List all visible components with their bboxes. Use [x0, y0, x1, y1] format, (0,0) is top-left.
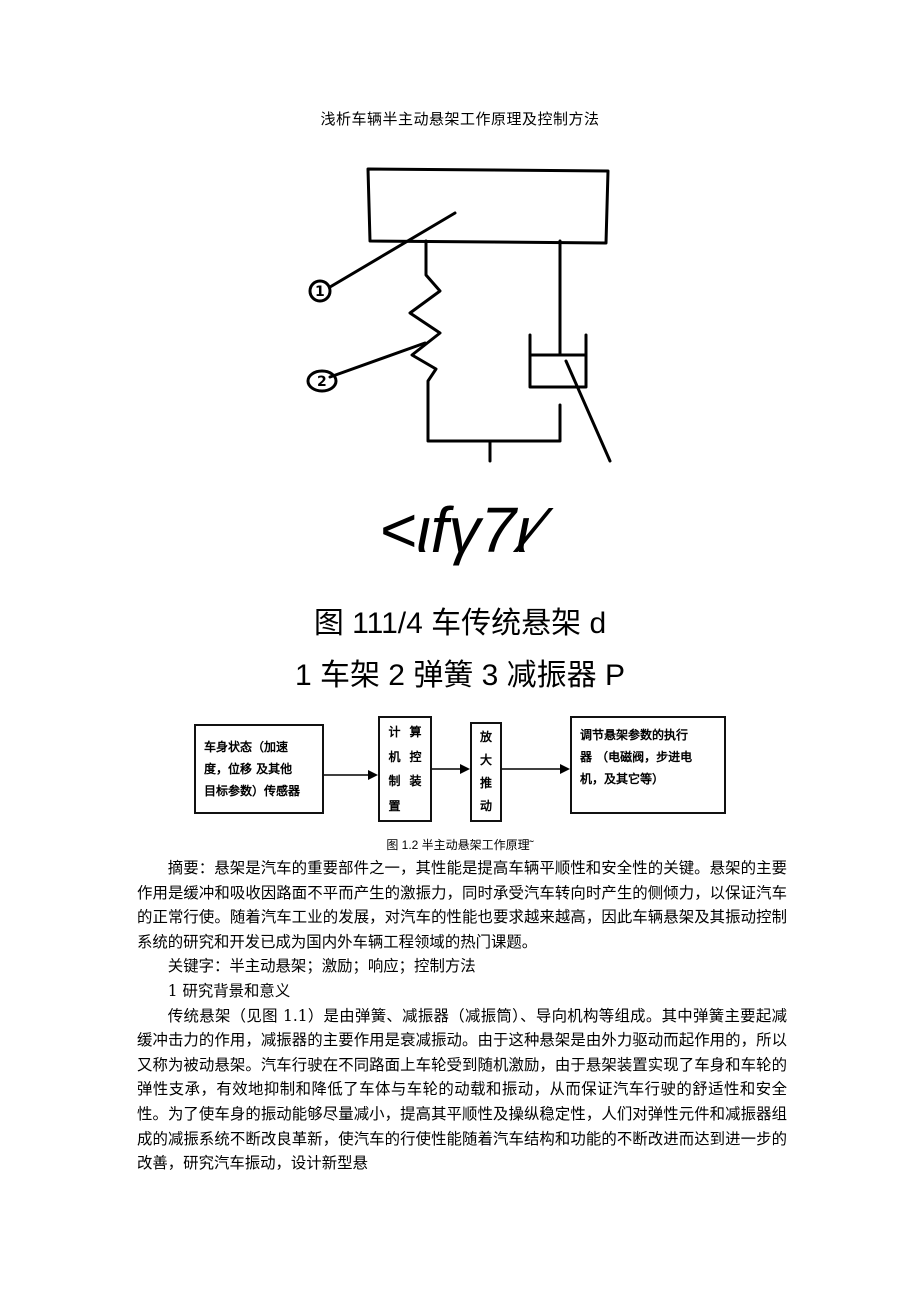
- figure1-legend: 1 车架 2 弹簧 3 减振器 P: [294, 659, 626, 692]
- spring-coil: [408, 239, 562, 443]
- controller-char: 置: [388, 798, 401, 813]
- damper-leader-line: [564, 359, 612, 463]
- arrow-icon: [502, 764, 570, 774]
- label-circle-1: [308, 279, 332, 303]
- article-body: 摘要：悬架是汽车的重要部件之一，其性能是提高车辆平顺性和安全性的关键。悬架的主要…: [137, 856, 787, 1176]
- spring-leader-line: [328, 341, 427, 379]
- frame-leader-line: [328, 211, 457, 289]
- figure1-caption: 图 111/4 车传统悬架 d: [313, 607, 607, 640]
- actuator-box: 调节悬架参数的执行 器 （电磁阀，步进电 机，及其它等）: [570, 716, 726, 814]
- controller-char: 算: [409, 725, 422, 739]
- arrow-icon: [432, 764, 470, 774]
- body-paragraph: 传统悬架（见图 1.1）是由弹簧、减振器（减振筒）、导向机构等组成。其中弹簧主要…: [137, 1006, 787, 1173]
- amplifier-char: 放: [479, 730, 492, 744]
- computer-controller-box: 计 算 机 控 制 装 置: [378, 716, 432, 822]
- label-1: 1: [315, 284, 325, 300]
- sensor-box: 车身状态（加速 度，位移 及其他 目标参数）传感器: [194, 724, 324, 814]
- amplifier-char: 大: [479, 753, 492, 767]
- actuator-text-line: 机，及其它等）: [580, 772, 665, 786]
- amplifier-box: 放 大 推 动: [470, 722, 502, 822]
- sensor-text-line: 度，位移 及其他: [204, 762, 293, 776]
- controller-char: 机: [388, 749, 401, 764]
- actuator-text-line: 调节悬架参数的执行: [580, 728, 689, 742]
- sensor-text-line: 车身状态（加速: [204, 740, 289, 754]
- car-frame: [366, 167, 610, 245]
- suspension-diagram: 1 2: [306, 167, 612, 463]
- controller-char: 制: [388, 774, 401, 788]
- arrow-icon: [324, 770, 378, 780]
- damper-cylinder: [528, 333, 588, 389]
- actuator-text-line: 器 （电磁阀，步进电: [580, 750, 693, 764]
- figure-ocr-text: <ιfγ7ι⁄: [379, 494, 541, 566]
- abstract-paragraph: 摘要：悬架是汽车的重要部件之一，其性能是提高车辆平顺性和安全性的关键。悬架的主要…: [137, 859, 787, 951]
- sensor-text-line: 目标参数）传感器: [204, 784, 301, 798]
- controller-char: 装: [409, 774, 422, 788]
- label-circle-2: [306, 369, 338, 393]
- label-2: 2: [317, 374, 327, 390]
- controller-char: 控: [409, 749, 422, 764]
- page-title: 浅析车辆半主动悬架工作原理及控制方法: [320, 110, 600, 128]
- section-heading: 1 研究背景和意义: [167, 981, 291, 1000]
- amplifier-char: 动: [479, 799, 492, 813]
- controller-char: [405, 794, 426, 819]
- controller-char: 计: [388, 725, 401, 739]
- control-flow-diagram: 车身状态（加速 度，位移 及其他 目标参数）传感器 计 算 机 控 制 装 置 …: [190, 712, 730, 822]
- amplifier-char: 推: [479, 776, 492, 790]
- figure2-caption: 图 1.2 半主动悬架工作原理˜: [386, 838, 534, 852]
- keywords-line: 关键字：半主动悬架；激励；响应；控制方法: [167, 957, 476, 976]
